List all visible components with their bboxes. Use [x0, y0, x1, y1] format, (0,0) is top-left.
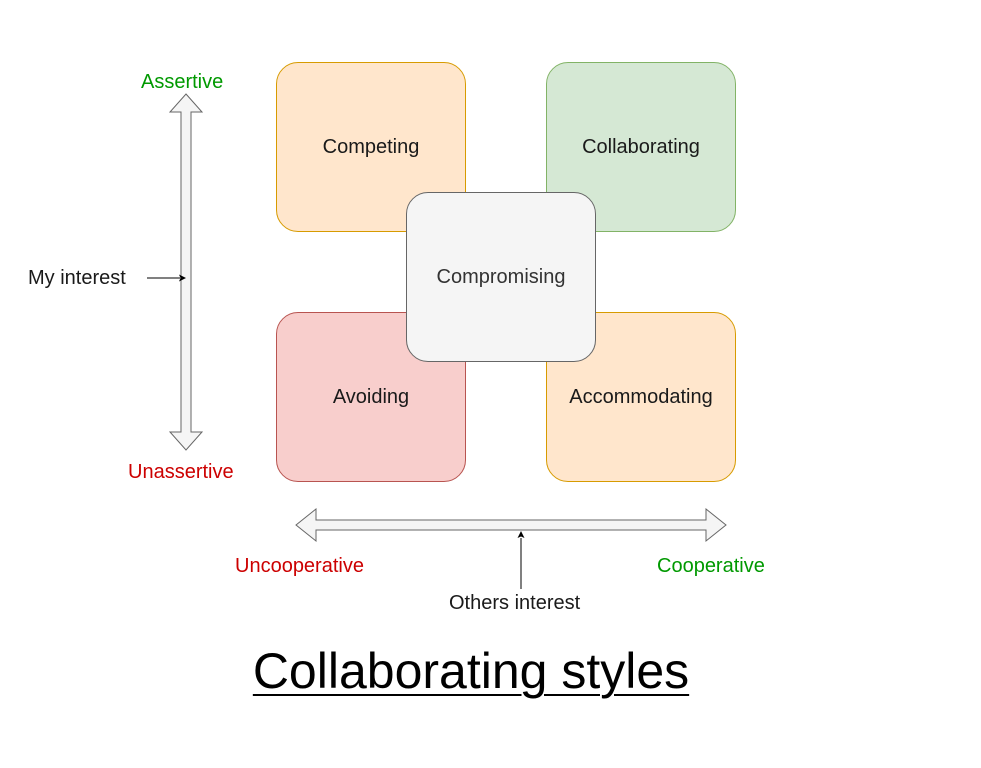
- collaborating-label: Collaborating: [582, 135, 700, 158]
- vertical-axis-arrow: [168, 93, 204, 451]
- compromising-box: Compromising: [406, 192, 596, 362]
- accommodating-label: Accommodating: [569, 385, 713, 408]
- others-interest-label: Others interest: [449, 592, 581, 614]
- competing-label: Competing: [322, 135, 420, 158]
- my-interest-label: My interest: [28, 267, 126, 289]
- horizontal-axis-arrow: [295, 507, 727, 543]
- cooperative-label: Cooperative: [657, 555, 765, 577]
- others-interest-pointer-head: [517, 531, 525, 538]
- page-title: Collaborating styles: [252, 643, 690, 699]
- my-interest-pointer-head: [179, 274, 186, 282]
- unassertive-label: Unassertive: [128, 461, 234, 483]
- avoiding-label: Avoiding: [332, 385, 410, 408]
- avoiding-box: Avoiding: [276, 312, 466, 482]
- compromising-label: Compromising: [436, 265, 566, 288]
- uncooperative-label: Uncooperative: [235, 555, 364, 577]
- assertive-label: Assertive: [141, 71, 224, 93]
